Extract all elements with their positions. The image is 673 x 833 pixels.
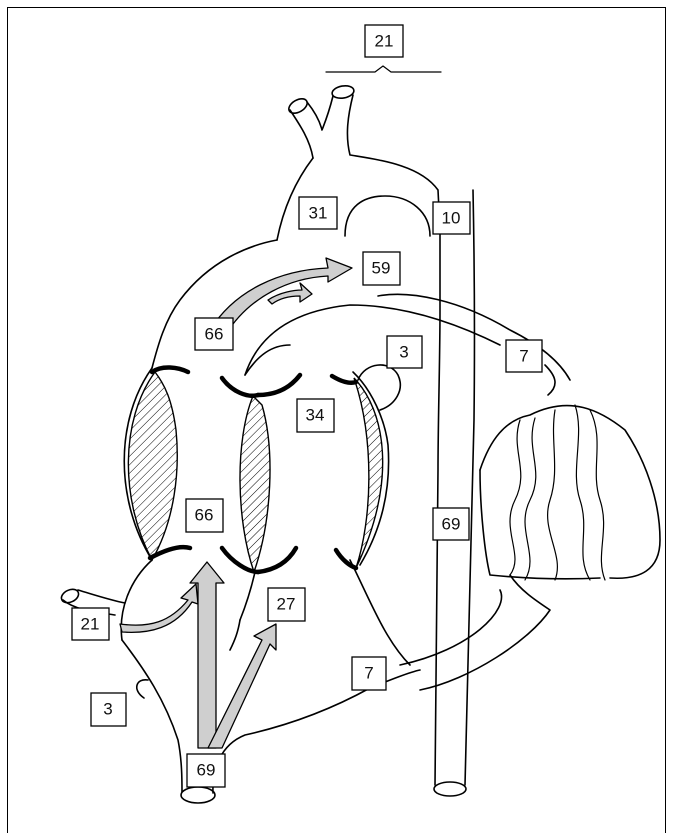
label-27: 27 (268, 588, 305, 621)
label-21-left: 21 (72, 608, 109, 640)
label-59: 59 (363, 252, 400, 285)
label-text: 7 (364, 664, 373, 683)
label-text: 69 (442, 515, 461, 534)
label-text: 66 (195, 506, 214, 525)
label-text: 3 (399, 343, 408, 362)
label-3-right: 3 (387, 336, 422, 368)
label-text: 3 (103, 700, 112, 719)
label-text: 10 (442, 209, 461, 228)
label-10: 10 (433, 202, 470, 234)
left-stub (59, 587, 148, 698)
right-loops (400, 405, 660, 690)
label-text: 34 (306, 406, 325, 425)
label-69-right: 69 (433, 508, 469, 540)
label-text: 21 (81, 615, 100, 634)
label-text: 66 (205, 325, 224, 344)
label-34: 34 (297, 399, 334, 432)
label-31: 31 (299, 197, 337, 229)
label-text: 21 (375, 32, 394, 51)
descending-aorta (434, 190, 474, 796)
label-7-bottom: 7 (352, 657, 386, 690)
top-bracket (326, 66, 441, 72)
label-text: 27 (277, 595, 296, 614)
label-text: 31 (309, 204, 328, 223)
label-66-top: 66 (195, 318, 233, 350)
label-66-mid: 66 (186, 499, 223, 532)
label-top-21: 21 (365, 25, 403, 57)
label-7-right: 7 (506, 340, 542, 372)
label-69-bottom: 69 (187, 754, 225, 787)
hatched-leaflets (128, 372, 382, 572)
label-text: 59 (372, 259, 391, 278)
arrow-left-inflow (120, 584, 198, 632)
label-text: 7 (519, 347, 528, 366)
label-3-left: 3 (91, 693, 126, 726)
label-text: 69 (197, 761, 216, 780)
